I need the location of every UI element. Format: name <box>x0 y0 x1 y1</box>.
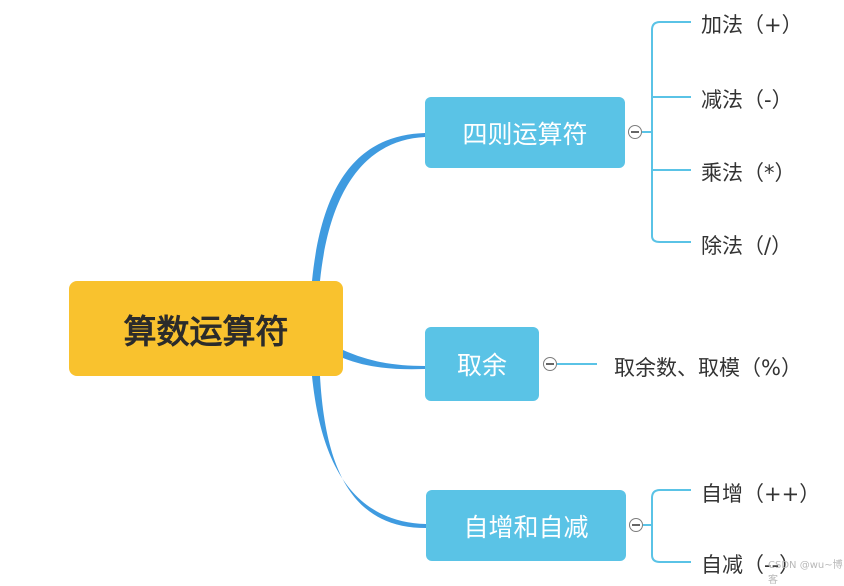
branch-modulo[interactable]: 取余 <box>425 327 539 401</box>
collapse-toggle-modulo[interactable] <box>543 357 557 371</box>
connector-root-to-modulo <box>343 350 425 370</box>
branch-increment-decrement[interactable]: 自增和自减 <box>426 490 626 561</box>
leaf-multiplication[interactable]: 乘法（*） <box>701 161 796 185</box>
root-label: 算数运算符 <box>123 311 289 351</box>
collapse-toggle-arithmetic[interactable] <box>628 125 642 139</box>
leaf-increment[interactable]: 自增（++） <box>701 482 821 506</box>
bracket-increment <box>643 489 691 563</box>
collapse-toggle-increment[interactable] <box>629 518 643 532</box>
root-node[interactable]: 算数运算符 <box>69 281 343 376</box>
branch-label: 自增和自减 <box>463 512 589 542</box>
leaf-subtraction[interactable]: 减法（-） <box>701 88 793 112</box>
branch-label: 取余 <box>456 351 507 380</box>
connector-root-to-increment <box>312 376 426 528</box>
leaf-addition[interactable]: 加法（+） <box>701 13 803 37</box>
connector-root-to-arithmetic <box>312 133 425 281</box>
leaf-division[interactable]: 除法（/） <box>701 234 793 258</box>
branch-arithmetic-operators[interactable]: 四则运算符 <box>425 97 625 168</box>
bracket-arithmetic <box>642 21 691 243</box>
branch-label: 四则运算符 <box>462 119 588 149</box>
leaf-modulo[interactable]: 取余数、取模（%） <box>614 356 802 380</box>
watermark: CSDN @wu~博客 <box>768 560 843 586</box>
leaf-decrement[interactable]: 自减（--） <box>701 553 801 577</box>
